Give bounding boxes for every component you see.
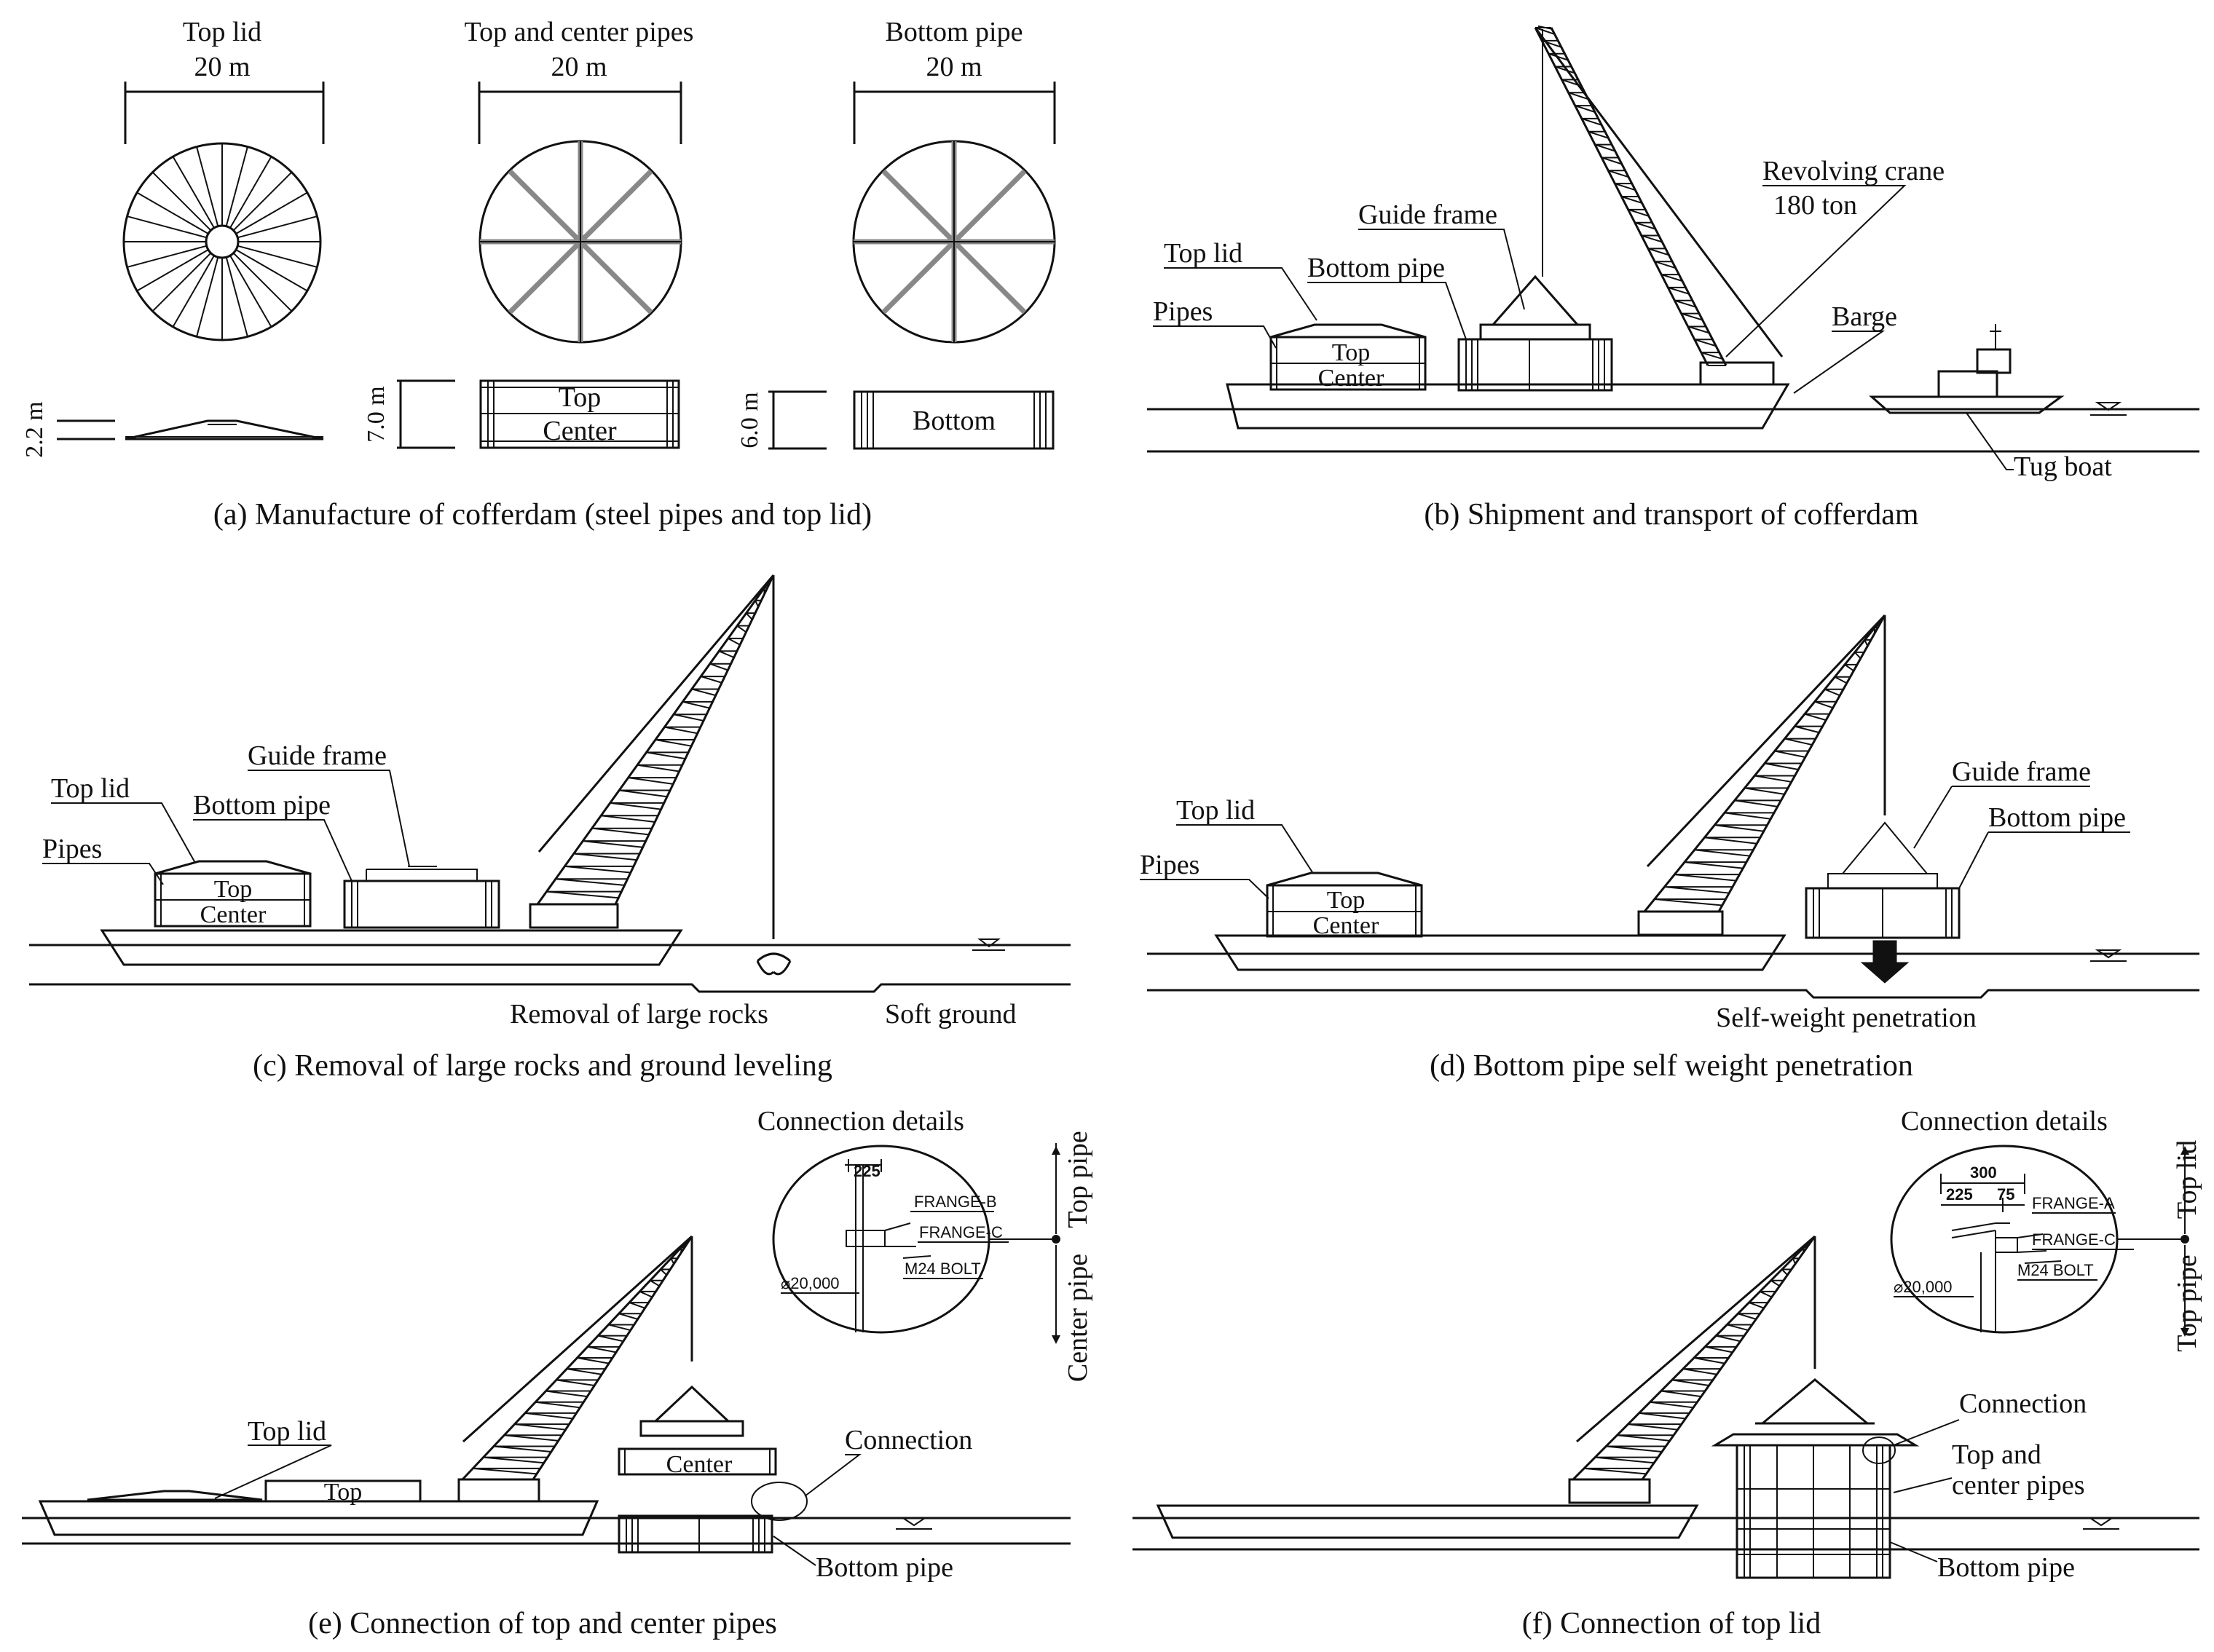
svg-text:225: 225	[1946, 1185, 1973, 1204]
top-lid-elevation: 2.2 m	[21, 401, 324, 458]
svg-text:Center pipe: Center pipe	[1063, 1254, 1093, 1382]
svg-text:Pipes: Pipes	[1140, 850, 1199, 880]
svg-text:Top: Top	[1327, 887, 1365, 914]
panel-e: Top Center 225 FRANGE-B FRANGE-C M24 BOL…	[22, 1106, 1093, 1640]
svg-text:FRANGE-A: FRANGE-A	[2032, 1194, 2115, 1212]
barge-c	[100, 929, 683, 966]
svg-text:75: 75	[1997, 1185, 2014, 1204]
svg-text:Connection: Connection	[845, 1425, 972, 1455]
panel-b: Top Center Guide frame Top lid Bottom pi…	[1147, 25, 2199, 531]
svg-text:Bottom pipe: Bottom pipe	[1988, 802, 2126, 833]
svg-text:Center: Center	[1318, 365, 1384, 392]
bottom-height-label: 6.0 m	[736, 392, 763, 448]
pipes-title: Top and center pipes	[465, 17, 694, 47]
svg-text:Top and: Top and	[1952, 1439, 2041, 1470]
svg-text:Top: Top	[214, 876, 252, 903]
svg-text:FRANGE-B: FRANGE-B	[914, 1193, 997, 1211]
svg-text:Pipes: Pipes	[42, 834, 102, 864]
svg-text:Connection details: Connection details	[757, 1106, 964, 1137]
svg-text:Bottom pipe: Bottom pipe	[816, 1552, 953, 1583]
svg-text:Guide frame: Guide frame	[1952, 756, 2091, 787]
svg-text:300: 300	[1970, 1163, 1997, 1182]
top-lid-plan	[122, 142, 322, 341]
svg-text:Bottom pipe: Bottom pipe	[193, 790, 331, 821]
crane-c	[529, 574, 792, 976]
svg-text:Top: Top	[324, 1479, 362, 1506]
svg-text:Top lid: Top lid	[1176, 795, 1255, 826]
svg-text:Bottom pipe: Bottom pipe	[1937, 1552, 2075, 1583]
svg-text:Top lid: Top lid	[1164, 238, 1242, 269]
crane-e	[457, 1235, 693, 1503]
svg-text:Bottom pipe: Bottom pipe	[1307, 253, 1445, 283]
top-lid-title: Top lid	[183, 17, 261, 47]
svg-text:Top lid: Top lid	[248, 1416, 326, 1447]
svg-text:225: 225	[854, 1162, 881, 1180]
barge-f	[1156, 1504, 1699, 1539]
pipes-height-label: 7.0 m	[363, 386, 390, 442]
connection-detail-e: 225 FRANGE-B FRANGE-C M24 BOLT ⌀20,000 T…	[772, 1131, 1093, 1382]
svg-text:Guide frame: Guide frame	[248, 740, 387, 771]
svg-text:Tug boat: Tug boat	[2014, 451, 2112, 482]
svg-text:FRANGE-C: FRANGE-C	[2032, 1230, 2116, 1249]
svg-text:Pipes: Pipes	[1153, 296, 1213, 327]
svg-text:Connection details: Connection details	[1901, 1106, 2108, 1137]
svg-text:Soft ground: Soft ground	[885, 999, 1017, 1029]
svg-text:Top pipe: Top pipe	[1063, 1131, 1093, 1228]
svg-text:FRANGE-C: FRANGE-C	[919, 1223, 1003, 1241]
svg-text:Center: Center	[666, 1451, 733, 1478]
svg-text:M24 BOLT: M24 BOLT	[2017, 1261, 2094, 1279]
bottom-pipe-elevation: Bottom 6.0 m	[736, 390, 1055, 450]
barge	[1226, 383, 1790, 430]
panel-f: 300 225 75 FRANGE-A FRANGE-C M24 BOLT ⌀2…	[1132, 1106, 2202, 1640]
panel-a: Top lid 20 m Top and center pipes 20 m B…	[21, 17, 1056, 531]
panel-d: Top Center Guide frame Bottom pipe Top l…	[1140, 614, 2199, 1083]
crane-b	[1534, 25, 1784, 386]
svg-text:Top lid: Top lid	[2172, 1140, 2202, 1219]
svg-text:(e) Connection of top and cent: (e) Connection of top and center pipes	[308, 1607, 777, 1640]
svg-text:Revolving crane: Revolving crane	[1762, 156, 1945, 186]
svg-text:Guide frame: Guide frame	[1358, 199, 1497, 230]
ground-line-d	[1147, 989, 2199, 999]
top-lid-width: 20 m	[194, 52, 250, 82]
crane-f	[1568, 1235, 1816, 1504]
svg-text:Top: Top	[1332, 339, 1370, 366]
svg-text:Top lid: Top lid	[51, 773, 130, 804]
bottom-width: 20 m	[926, 52, 982, 82]
svg-text:⌀20,000: ⌀20,000	[1894, 1278, 1953, 1296]
svg-text:(d) Bottom pipe self weight pe: (d) Bottom pipe self weight penetration	[1430, 1049, 1913, 1083]
svg-text:Connection: Connection	[1959, 1388, 2087, 1419]
svg-text:Self-weight penetration: Self-weight penetration	[1716, 1003, 1977, 1033]
svg-text:Barge: Barge	[1832, 301, 1897, 332]
svg-text:Center: Center	[1313, 912, 1379, 939]
lid-height-label: 2.2 m	[21, 401, 48, 457]
svg-text:(b) Shipment and transport of: (b) Shipment and transport of cofferdam	[1424, 498, 1919, 531]
caption-a: (a) Manufacture of cofferdam (steel pipe…	[213, 498, 872, 531]
pipes-width: 20 m	[551, 52, 607, 82]
svg-text:(f) Connection of top lid: (f) Connection of top lid	[1522, 1607, 1821, 1640]
bottom-title: Bottom pipe	[886, 17, 1023, 47]
pipes-elevation: Top Center 7.0 m	[363, 379, 680, 449]
barge-d	[1214, 934, 1786, 971]
pipe-bottom-label: Bottom	[913, 406, 996, 436]
svg-text:Top pipe: Top pipe	[2172, 1254, 2202, 1351]
bottom-pipe-plan	[852, 140, 1056, 344]
panel-c: Top Center Guide frame Top lid Bottom pi…	[29, 574, 1071, 1083]
pipes-plan	[478, 140, 682, 344]
svg-text:⌀20,000: ⌀20,000	[781, 1274, 840, 1292]
svg-text:180 ton: 180 ton	[1773, 190, 1857, 221]
svg-text:Center: Center	[200, 901, 267, 928]
pipe-center-label: Center	[543, 416, 617, 446]
svg-text:(c) Removal of large rocks and: (c) Removal of large rocks and ground le…	[253, 1049, 832, 1083]
crane-d	[1637, 614, 1886, 936]
ground-line-c	[29, 983, 1071, 993]
svg-text:M24 BOLT: M24 BOLT	[905, 1260, 981, 1278]
svg-text:Removal of large rocks: Removal of large rocks	[510, 999, 768, 1029]
width-dimension-lines	[124, 82, 1056, 144]
pipe-top-label: Top	[559, 382, 602, 413]
connection-detail-f: 300 225 75 FRANGE-A FRANGE-C M24 BOLT ⌀2…	[1890, 1140, 2202, 1352]
svg-text:center pipes: center pipes	[1952, 1470, 2085, 1501]
tug-boat	[1869, 395, 2065, 414]
